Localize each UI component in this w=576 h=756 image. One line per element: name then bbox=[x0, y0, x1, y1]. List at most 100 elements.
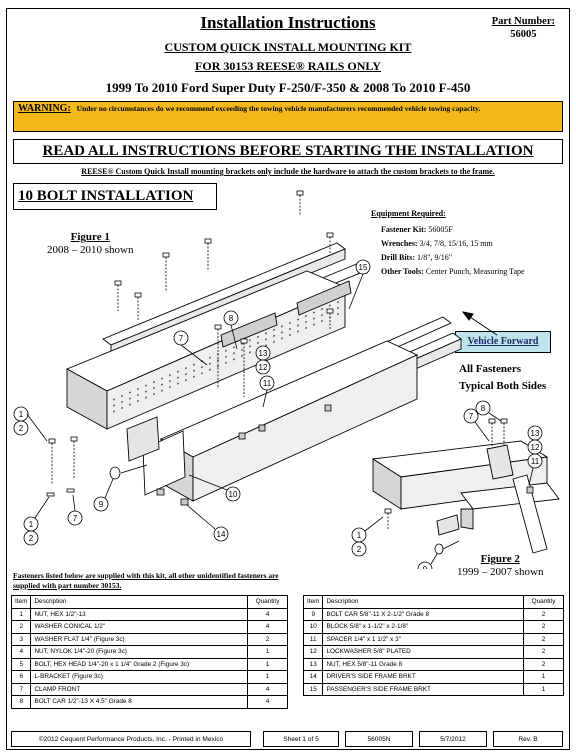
footer-date: 5/7/2012 bbox=[419, 731, 487, 747]
part-number-block: Part Number: 56005 bbox=[492, 15, 555, 41]
installation-diagram: 15 8 7 13 12 11 1 2 7 9 10 14 1 2 7 8 13… bbox=[13, 190, 560, 569]
figure-1-frame bbox=[65, 270, 419, 502]
svg-text:1: 1 bbox=[19, 410, 24, 419]
svg-text:2: 2 bbox=[19, 424, 24, 433]
instruction-sheet: Installation Instructions Part Number: 5… bbox=[6, 8, 570, 750]
hardware-note: REESE® Custom Quick Install mounting bra… bbox=[81, 167, 495, 176]
callout-2: 2 bbox=[13, 420, 29, 436]
callout-7b: 7 bbox=[67, 494, 83, 526]
callout-2b: 2 bbox=[23, 530, 39, 546]
figure-1-bolts bbox=[46, 190, 334, 506]
vehicle-applicability: 1999 To 2010 Ford Super Duty F-250/F-350… bbox=[105, 80, 471, 95]
figure-1-label: Figure 1 bbox=[70, 231, 110, 243]
svg-text:9: 9 bbox=[99, 500, 104, 509]
footer-revision: Rev. B bbox=[493, 731, 563, 747]
callout-7c: 7 bbox=[463, 408, 490, 442]
svg-text:13: 13 bbox=[531, 429, 540, 438]
part-number-label: Part Number: bbox=[491, 16, 555, 27]
svg-text:7: 7 bbox=[469, 412, 474, 421]
svg-text:14: 14 bbox=[217, 530, 226, 539]
warning-text: Under no circumstances do we recommend e… bbox=[76, 104, 481, 113]
forward-arrow bbox=[461, 311, 498, 336]
callout-15: 15 bbox=[348, 259, 371, 310]
svg-text:9: 9 bbox=[423, 565, 428, 569]
callout-13: 13 bbox=[255, 345, 271, 361]
figure-2-caption: Figure 2 1999 – 2007 shown bbox=[457, 553, 543, 579]
callout-1c: 1 bbox=[351, 516, 384, 543]
equipment-heading: Equipment Required: bbox=[371, 209, 446, 218]
figure-2-label: Figure 2 bbox=[480, 553, 520, 565]
svg-text:13: 13 bbox=[259, 349, 268, 358]
page-footer: ©2012 Cequent Performance Products, Inc.… bbox=[11, 731, 565, 747]
table-header-row: Item Description Quantity bbox=[302, 595, 564, 609]
figure-2-bolts bbox=[384, 418, 534, 555]
callout-11b: 11 bbox=[527, 453, 543, 486]
figure-2-frame bbox=[371, 440, 560, 554]
svg-text:2: 2 bbox=[357, 545, 362, 554]
equipment-row: Wrenches: 3/4, 7/8, 15/16, 15 mm bbox=[381, 239, 493, 248]
svg-text:7: 7 bbox=[179, 334, 184, 343]
callouts: 15 8 7 13 12 11 1 2 7 9 10 14 1 2 7 8 13… bbox=[13, 259, 543, 569]
section-title: 10 BOLT INSTALLATION bbox=[13, 183, 217, 210]
callout-1b: 1 bbox=[23, 496, 50, 532]
kit-subtitle: CUSTOM QUICK INSTALL MOUNTING KIT bbox=[164, 40, 412, 54]
svg-text:11: 11 bbox=[531, 457, 540, 466]
svg-text:12: 12 bbox=[259, 363, 268, 372]
svg-text:1: 1 bbox=[29, 520, 34, 529]
svg-text:1: 1 bbox=[357, 531, 362, 540]
callout-12: 12 bbox=[255, 359, 271, 375]
equipment-row: Other Tools: Center Punch, Measuring Tap… bbox=[381, 267, 525, 276]
callout-14: 14 bbox=[186, 504, 229, 542]
callout-8: 8 bbox=[223, 310, 239, 350]
svg-text:10: 10 bbox=[229, 490, 238, 499]
table-header-row: Item Description Quantity bbox=[10, 595, 288, 609]
callout-10: 10 bbox=[188, 474, 241, 502]
svg-text:8: 8 bbox=[481, 404, 486, 413]
warning-label: WARNING: bbox=[18, 103, 71, 114]
equipment-row: Drill Bits: 1/8", 9/16" bbox=[381, 253, 452, 262]
vehicle-forward-label: Vehicle Forward bbox=[455, 331, 551, 353]
svg-text:12: 12 bbox=[531, 443, 540, 452]
part-number-value: 56005 bbox=[510, 29, 537, 40]
callout-2c: 2 bbox=[351, 541, 367, 557]
figure-1-subcaption: 2008 – 2010 shown bbox=[47, 244, 134, 256]
equipment-required: Equipment Required: Fastener Kit: 56005F… bbox=[371, 207, 525, 279]
callout-12b: 12 bbox=[527, 439, 543, 455]
fastener-list-note: Fasteners listed below are supplied with… bbox=[13, 571, 279, 590]
equipment-row: Fastener Kit: 56005F bbox=[381, 225, 453, 234]
svg-text:15: 15 bbox=[359, 263, 368, 272]
warning-banner: WARNING: Under no circumstances do we re… bbox=[13, 101, 563, 132]
svg-text:2: 2 bbox=[29, 534, 34, 543]
svg-text:8: 8 bbox=[229, 314, 234, 323]
footer-sheet: Sheet 1 of 5 bbox=[263, 731, 339, 747]
callout-8b: 8 bbox=[475, 400, 502, 422]
footer-doc-number: 56005N bbox=[345, 731, 413, 747]
read-all-banner: READ ALL INSTRUCTIONS BEFORE STARTING TH… bbox=[13, 139, 563, 164]
callout-11: 11 bbox=[259, 375, 275, 408]
callout-9b: 9 bbox=[417, 553, 438, 569]
svg-text:7: 7 bbox=[73, 514, 78, 523]
page-title: Installation Instructions bbox=[200, 13, 376, 32]
svg-text:11: 11 bbox=[263, 379, 272, 388]
figure-2-subcaption: 1999 – 2007 shown bbox=[457, 566, 544, 578]
callout-7: 7 bbox=[173, 330, 208, 366]
footer-copyright: ©2012 Cequent Performance Products, Inc.… bbox=[11, 731, 251, 747]
figure-1-caption: Figure 1 2008 – 2010 shown bbox=[47, 231, 133, 257]
callout-1: 1 bbox=[13, 406, 48, 442]
rails-subtitle: FOR 30153 REESE® RAILS ONLY bbox=[195, 59, 381, 73]
fasteners-note: All Fasteners Typical Both Sides bbox=[459, 363, 547, 392]
